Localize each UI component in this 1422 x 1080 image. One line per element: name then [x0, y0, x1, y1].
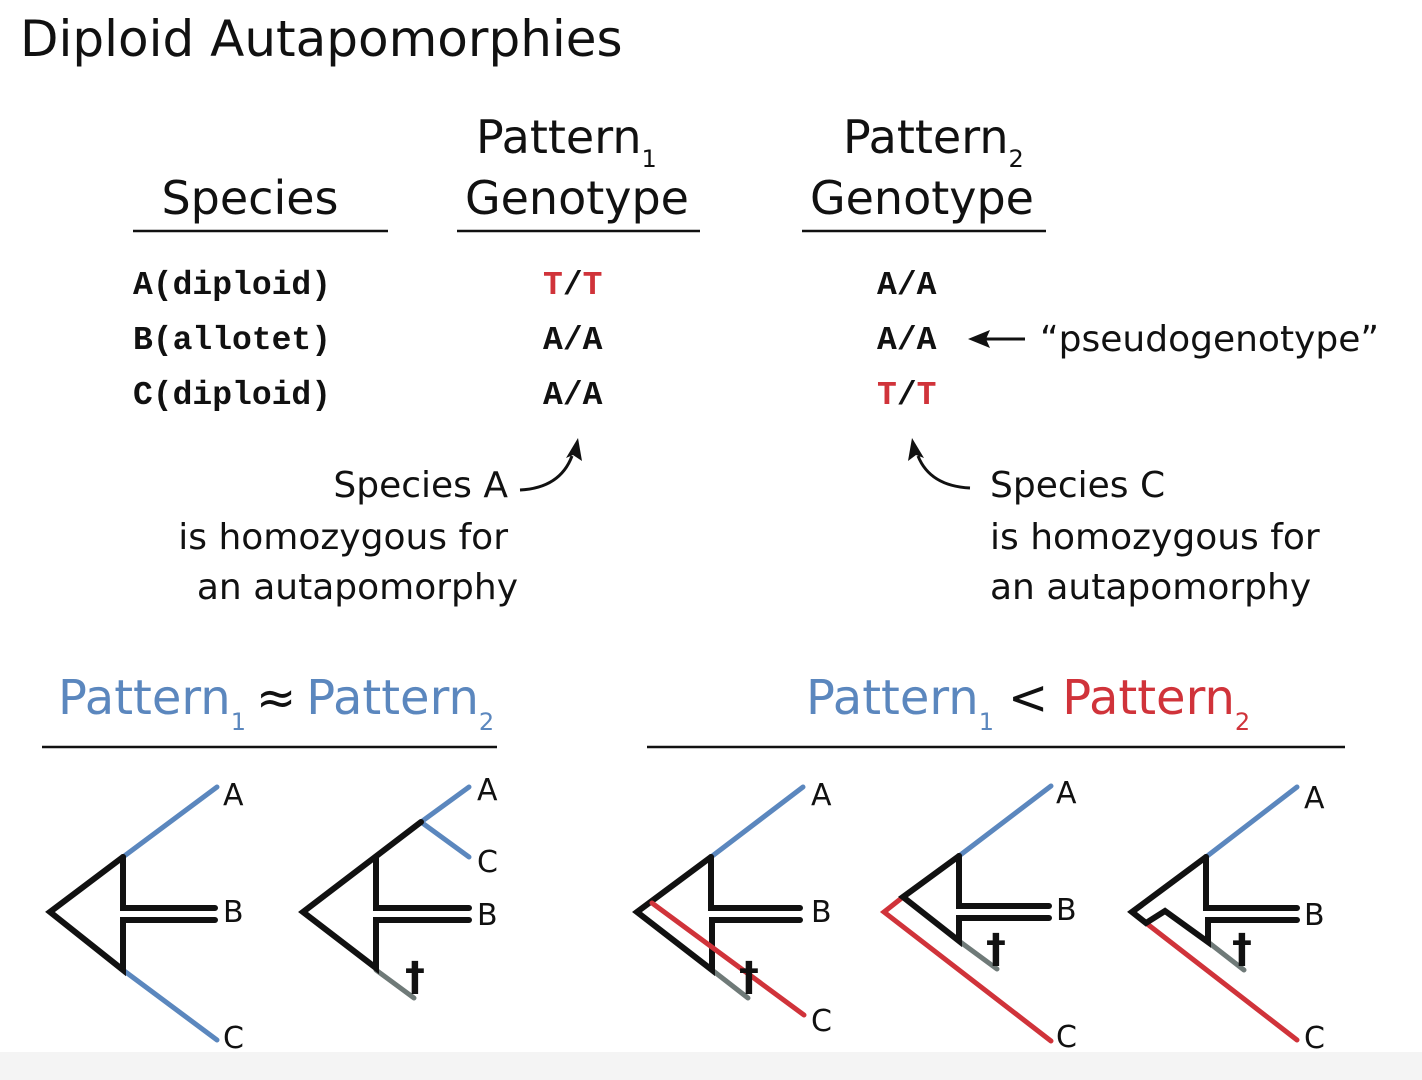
header-pattern2-genotype: Genotype: [810, 171, 1034, 225]
svg-text:an autapomorphy: an autapomorphy: [990, 567, 1311, 608]
genotype-cell-p1: A/A: [543, 377, 603, 414]
svg-text:A: A: [811, 778, 832, 813]
section-heading-right: Pattern1<Pattern2: [806, 670, 1250, 736]
svg-text:B: B: [1304, 898, 1325, 933]
svg-text:C: C: [223, 1021, 244, 1056]
svg-text:C: C: [1056, 1020, 1077, 1055]
extinct-dagger-icons: † † † †: [405, 926, 1252, 1000]
svg-text:Species C: Species C: [990, 465, 1165, 506]
svg-text:C: C: [1304, 1021, 1325, 1056]
header-pattern1-genotype: Genotype: [465, 171, 689, 225]
svg-text:A: A: [1304, 781, 1325, 816]
annotation-right: Species C is homozygous for an autapomor…: [990, 465, 1320, 608]
genotype-cell-p1: T/T: [543, 267, 602, 304]
svg-text:A: A: [1056, 776, 1077, 811]
tree-1: [45, 784, 220, 1043]
tree-4: [879, 783, 1054, 1044]
svg-text:Species A: Species A: [333, 465, 508, 506]
pseudogenotype-arrow: [968, 330, 1025, 348]
annotation-arrow-left: [519, 438, 582, 492]
page-title: Diploid Autapomorphies: [20, 10, 623, 68]
svg-text:B: B: [477, 898, 498, 933]
annotation-left: Species A is homozygous for an autapomor…: [178, 465, 518, 608]
svg-text:B: B: [223, 895, 244, 930]
svg-text:is homozygous for: is homozygous for: [990, 517, 1320, 558]
svg-text:B: B: [811, 895, 832, 930]
tree-3: [632, 784, 807, 1018]
species-cell: B(allotet): [133, 322, 331, 359]
svg-text:A: A: [477, 773, 498, 808]
dagger-icon: †: [739, 954, 759, 1000]
svg-text:B: B: [1056, 893, 1077, 928]
bottom-strip: [0, 1052, 1422, 1080]
genotype-cell-p2: T/T: [877, 377, 936, 414]
tree-5: [1127, 784, 1300, 1043]
header-species: Species: [161, 171, 338, 225]
dagger-icon: †: [405, 954, 425, 1000]
pseudogenotype-label: “pseudogenotype”: [1040, 319, 1379, 360]
svg-text:C: C: [811, 1004, 832, 1039]
tree-2: [298, 784, 472, 1001]
dagger-icon: †: [1232, 926, 1252, 972]
svg-text:is homozygous for: is homozygous for: [178, 517, 508, 558]
genotype-cell-p2: A/A: [877, 267, 937, 304]
genotype-cell-p1: A/A: [543, 322, 603, 359]
species-cell: A(diploid): [133, 267, 331, 304]
svg-text:C: C: [477, 845, 498, 880]
header-pattern2: Pattern2: [843, 110, 1024, 173]
svg-text:A: A: [223, 778, 244, 813]
header-pattern1: Pattern1: [476, 110, 657, 173]
dagger-icon: †: [986, 926, 1006, 972]
svg-text:an autapomorphy: an autapomorphy: [197, 567, 518, 608]
annotation-arrow-right: [908, 438, 971, 490]
species-cell: C(diploid): [133, 377, 331, 414]
genotype-cell-p2: A/A: [877, 322, 937, 359]
tip-labels: ABC ACB ABC ABC ABC: [223, 773, 1325, 1056]
section-heading-left: Pattern1≈Pattern2: [58, 670, 494, 736]
genotype-table: A(diploid) T/T A/A B(allotet) A/A A/A C(diploi…: [133, 267, 937, 414]
